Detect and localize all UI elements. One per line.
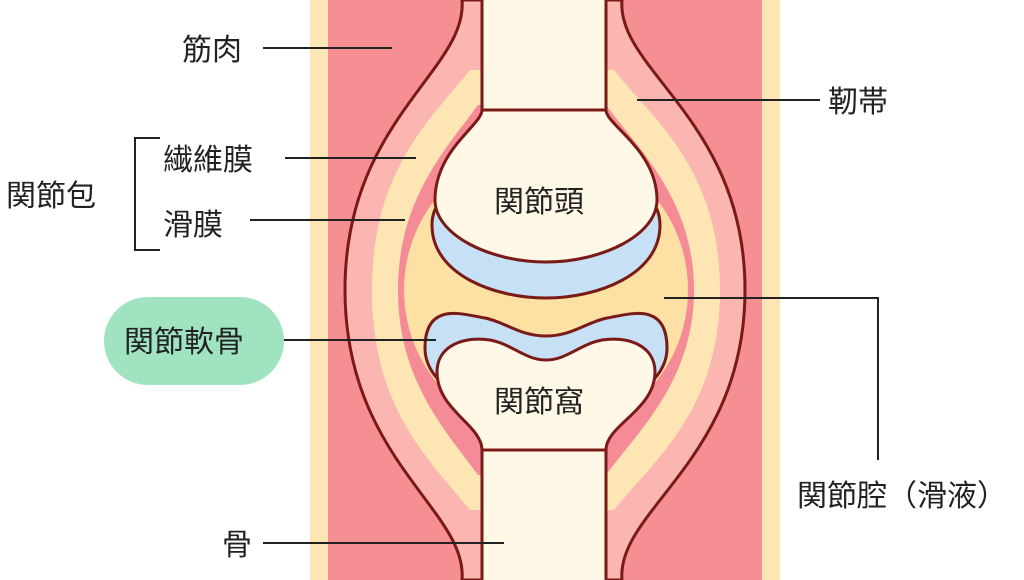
label-bone: 骨 [222, 528, 252, 563]
bone-top [482, 0, 606, 120]
label-articular-cartilage: 関節軟骨 [124, 325, 244, 360]
leader-lines [134, 47, 879, 544]
label-muscle: 筋肉 [182, 33, 242, 68]
joint-capsule-bracket [134, 137, 160, 251]
label-synovial-membrane: 滑膜 [163, 208, 223, 243]
articular-cartilage-highlight [104, 297, 284, 385]
label-joint-cavity: 関節腔（滑液） [797, 479, 1007, 514]
edge-strip-right [762, 0, 780, 580]
label-ligament: 靭帯 [828, 85, 888, 120]
joint-head-bone [433, 108, 659, 264]
joint-socket-bone [435, 337, 657, 452]
label-fibrous-membrane: 繊維膜 [163, 143, 253, 178]
label-joint-capsule: 関節包 [6, 179, 96, 214]
label-joint-head: 関節頭 [494, 185, 584, 220]
bone-bottom [482, 440, 606, 580]
leader-joint-cavity [664, 297, 879, 460]
edge-strip-left [310, 0, 328, 580]
label-joint-socket: 関節窩 [494, 385, 584, 420]
